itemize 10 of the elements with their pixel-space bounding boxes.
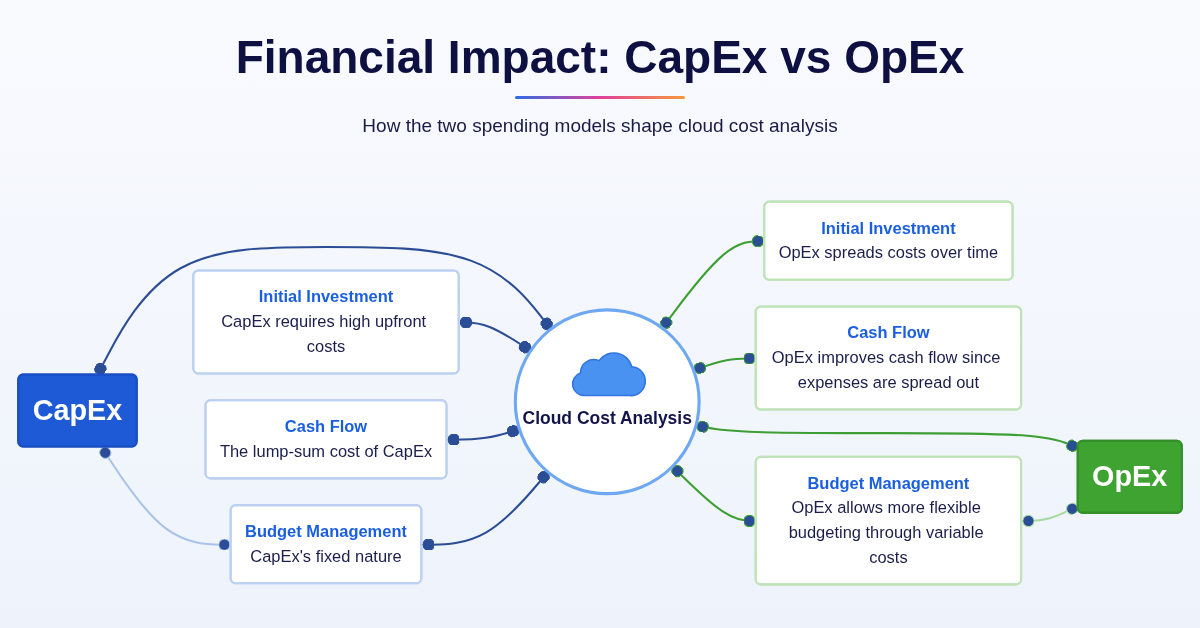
connector	[94, 245, 553, 376]
connector	[1021, 502, 1079, 528]
connector	[447, 424, 520, 446]
connector	[421, 470, 550, 551]
node-circle: Cloud Cost Analysis	[513, 308, 701, 496]
connector	[660, 234, 765, 329]
title: Financial Impact: CapEx vs OpEx	[235, 30, 965, 84]
connector	[459, 316, 532, 354]
connector	[695, 420, 1079, 452]
subtitle: How the two spending models shape cloud cost analysis	[362, 115, 838, 137]
